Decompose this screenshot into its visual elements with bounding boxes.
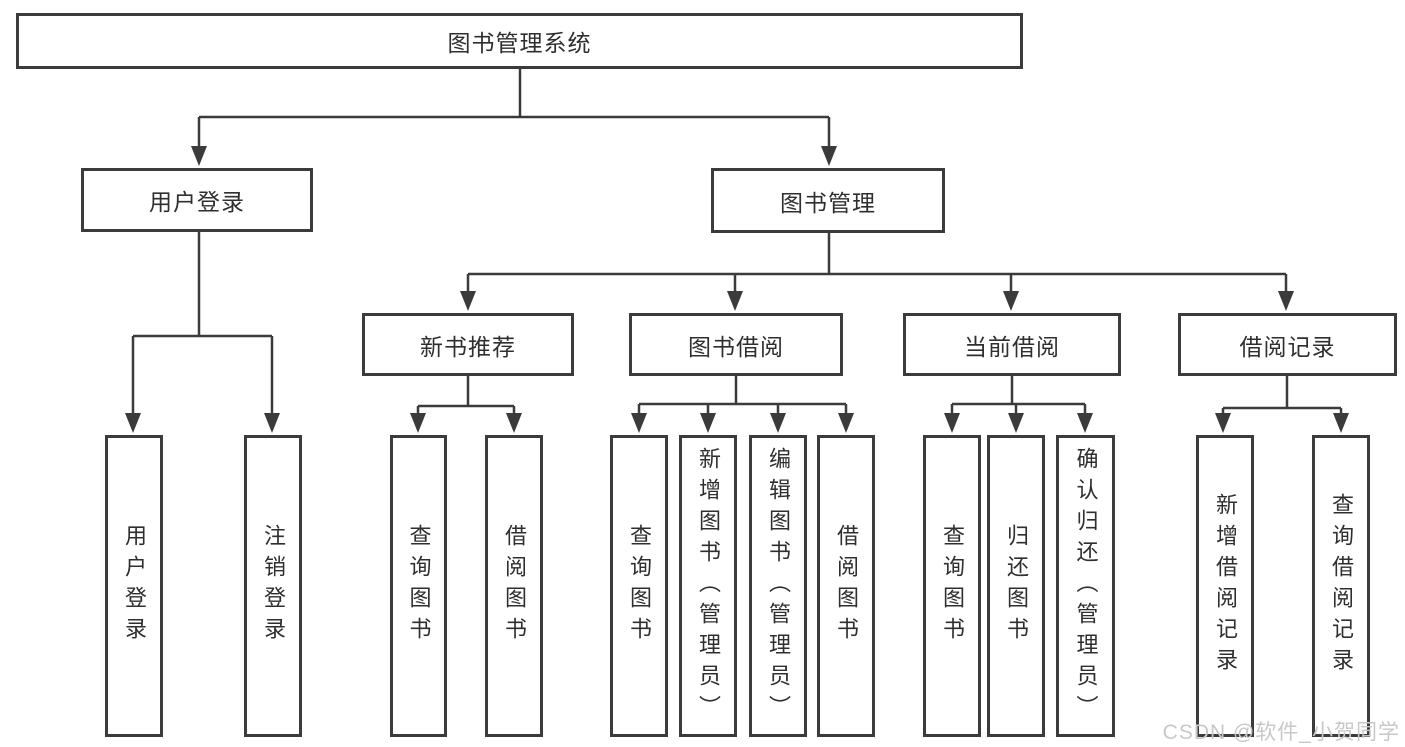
leaf-borrow-books-recommend: 借阅图书 <box>485 435 543 737</box>
connector-user-login-branch <box>131 232 274 415</box>
connector-book-management-branch <box>466 233 1288 293</box>
leaf-query-books-borrow: 查询图书 <box>610 435 668 737</box>
node-user-login-module: 用户登录 <box>81 168 313 232</box>
node-borrow-record: 借阅记录 <box>1178 313 1397 376</box>
connector-book-borrow-branch <box>637 376 848 415</box>
node-book-borrow: 图书借阅 <box>629 313 843 376</box>
leaf-logout: 注销登录 <box>244 435 302 737</box>
leaf-add-borrow-record: 新增借阅记录 <box>1196 435 1254 737</box>
connector-root-to-level2 <box>197 69 831 148</box>
leaf-confirm-return-admin: 确认归还（管理员） <box>1056 435 1115 737</box>
connector-lines <box>131 69 1343 415</box>
leaf-query-books-recommend: 查询图书 <box>390 435 447 737</box>
leaf-edit-books-admin: 编辑图书（管理员） <box>749 435 807 737</box>
leaf-return-books: 归还图书 <box>987 435 1045 737</box>
connector-borrow-record-branch <box>1221 376 1343 415</box>
leaf-user-login: 用户登录 <box>105 435 163 737</box>
connector-current-borrow-branch <box>950 376 1087 415</box>
leaf-borrow-books: 借阅图书 <box>817 435 875 737</box>
leaf-add-books-admin: 新增图书（管理员） <box>679 435 737 737</box>
leaf-query-borrow-record: 查询借阅记录 <box>1312 435 1370 737</box>
connector-new-book-branch <box>416 376 516 415</box>
node-root-library-system: 图书管理系统 <box>16 13 1023 69</box>
csdn-watermark: CSDN @软件_小贺同学 <box>1162 721 1400 744</box>
leaf-query-books-current: 查询图书 <box>923 435 981 737</box>
node-book-management-module: 图书管理 <box>711 168 945 233</box>
node-new-book-recommend: 新书推荐 <box>362 313 574 376</box>
node-current-borrow: 当前借阅 <box>903 313 1121 376</box>
